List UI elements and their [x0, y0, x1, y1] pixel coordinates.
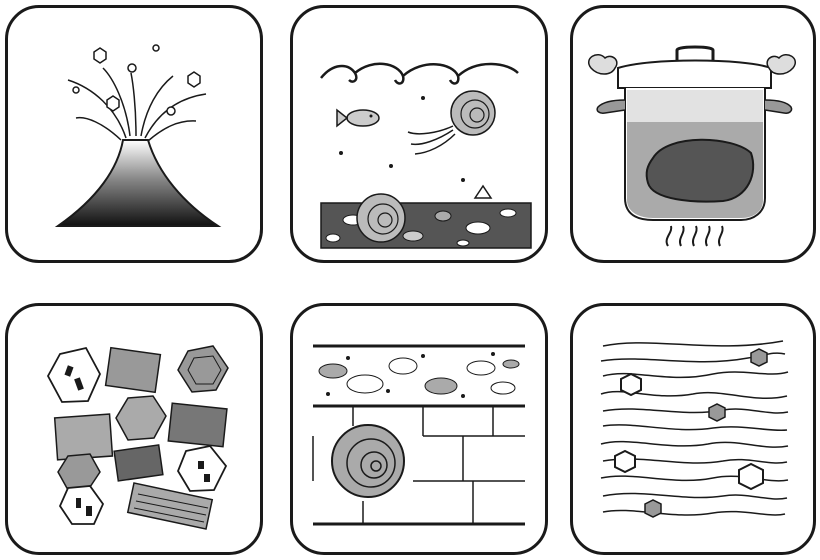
crystal-mosaic-icon — [8, 306, 260, 552]
cooking-pot-icon — [573, 8, 813, 260]
volcano-eruption-panel — [5, 5, 263, 263]
volcano-icon — [8, 8, 260, 260]
pressure-cooker-panel — [570, 5, 816, 263]
foliation-icon — [573, 306, 813, 552]
igneous-rock-crystals-panel — [5, 303, 263, 555]
sea-life-icon — [293, 8, 545, 260]
sedimentary-layers-fossil-panel — [290, 303, 548, 555]
marine-sediment-fossil-panel — [290, 5, 548, 263]
rock-layers-icon — [293, 306, 545, 552]
metamorphic-foliation-panel — [570, 303, 816, 555]
